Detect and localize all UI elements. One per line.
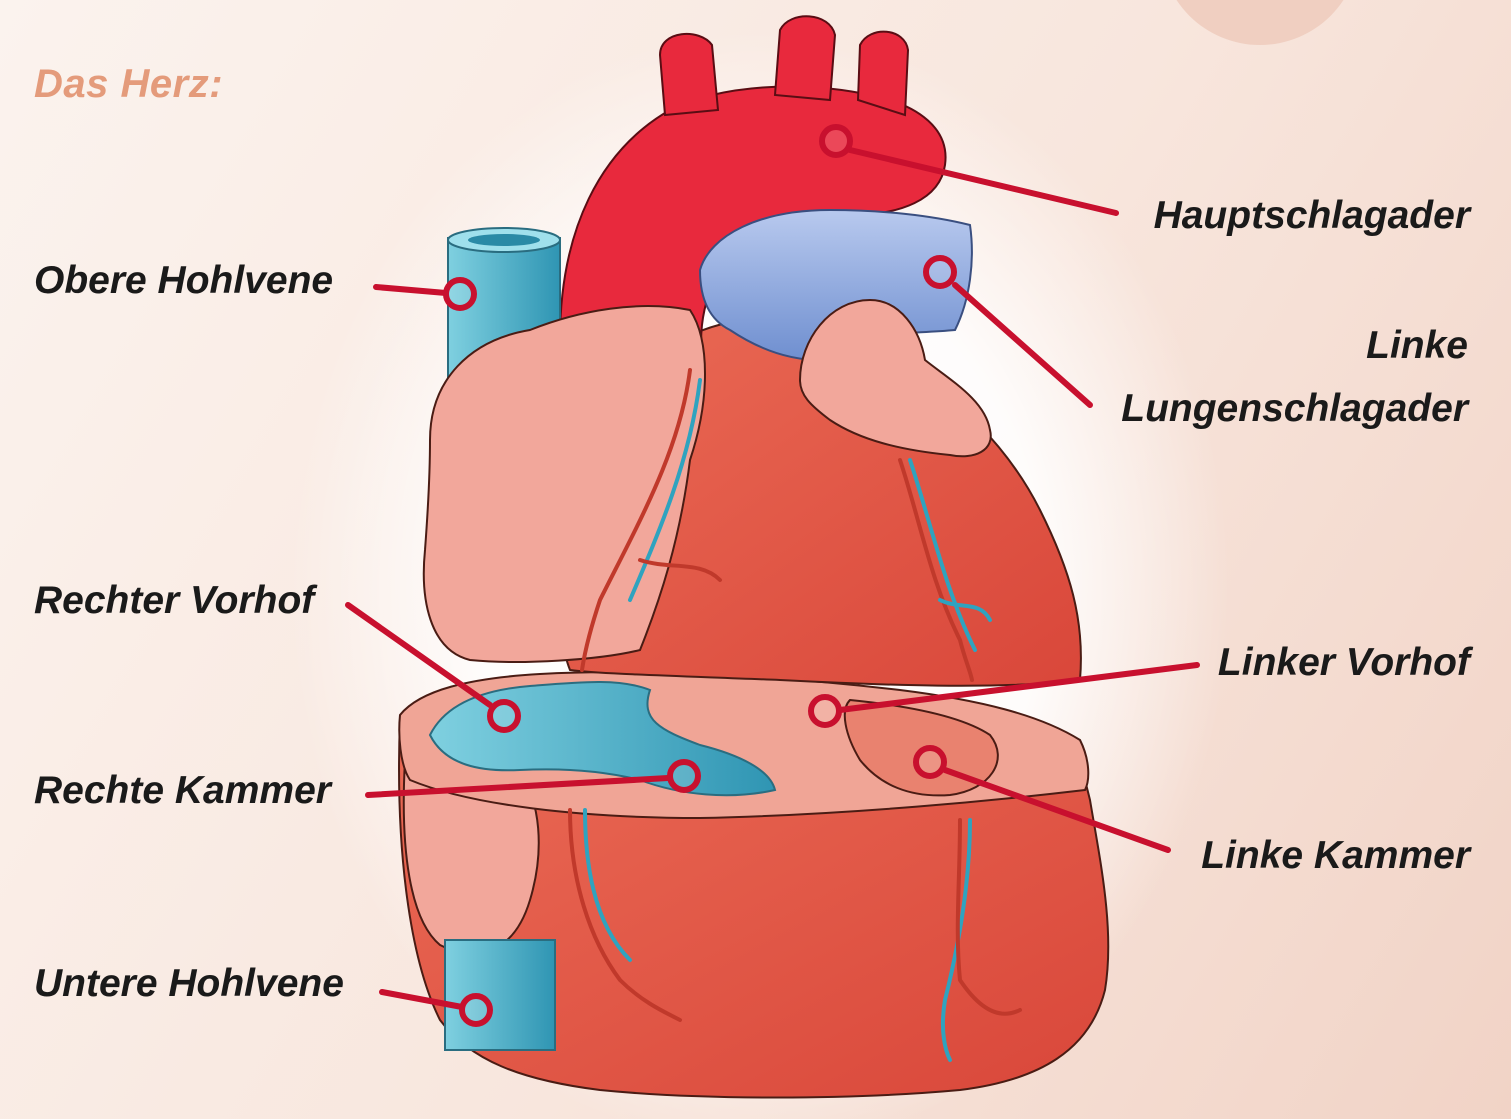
aorta-branch-2 (775, 16, 835, 100)
marker-rechte-kammer (670, 762, 698, 790)
label-rechte-kammer: Rechte Kammer (34, 770, 331, 813)
inferior-vena-cava (445, 940, 555, 1050)
label-linke-lungenschlagader-line1: Linke (1100, 325, 1468, 368)
marker-linke-lungenschlagader (926, 258, 954, 286)
marker-obere-hohlvene (446, 280, 474, 308)
label-rechter-vorhof: Rechter Vorhof (34, 580, 314, 623)
label-linke-lungenschlagader-line2: Lungenschlagader (1100, 388, 1468, 431)
marker-hauptschlagader (822, 127, 850, 155)
marker-rechter-vorhof (490, 702, 518, 730)
label-linke-kammer: Linke Kammer (1170, 835, 1470, 878)
marker-linker-vorhof (811, 697, 839, 725)
label-untere-hohlvene: Untere Hohlvene (34, 963, 344, 1006)
aorta-branch-1 (660, 34, 718, 115)
aorta-branch-3 (858, 32, 908, 115)
label-obere-hohlvene: Obere Hohlvene (34, 260, 333, 303)
marker-linke-kammer (916, 748, 944, 776)
label-linker-vorhof: Linker Vorhof (1170, 642, 1470, 685)
label-hauptschlagader: Hauptschlagader (1125, 195, 1470, 238)
marker-untere-hohlvene (462, 996, 490, 1024)
